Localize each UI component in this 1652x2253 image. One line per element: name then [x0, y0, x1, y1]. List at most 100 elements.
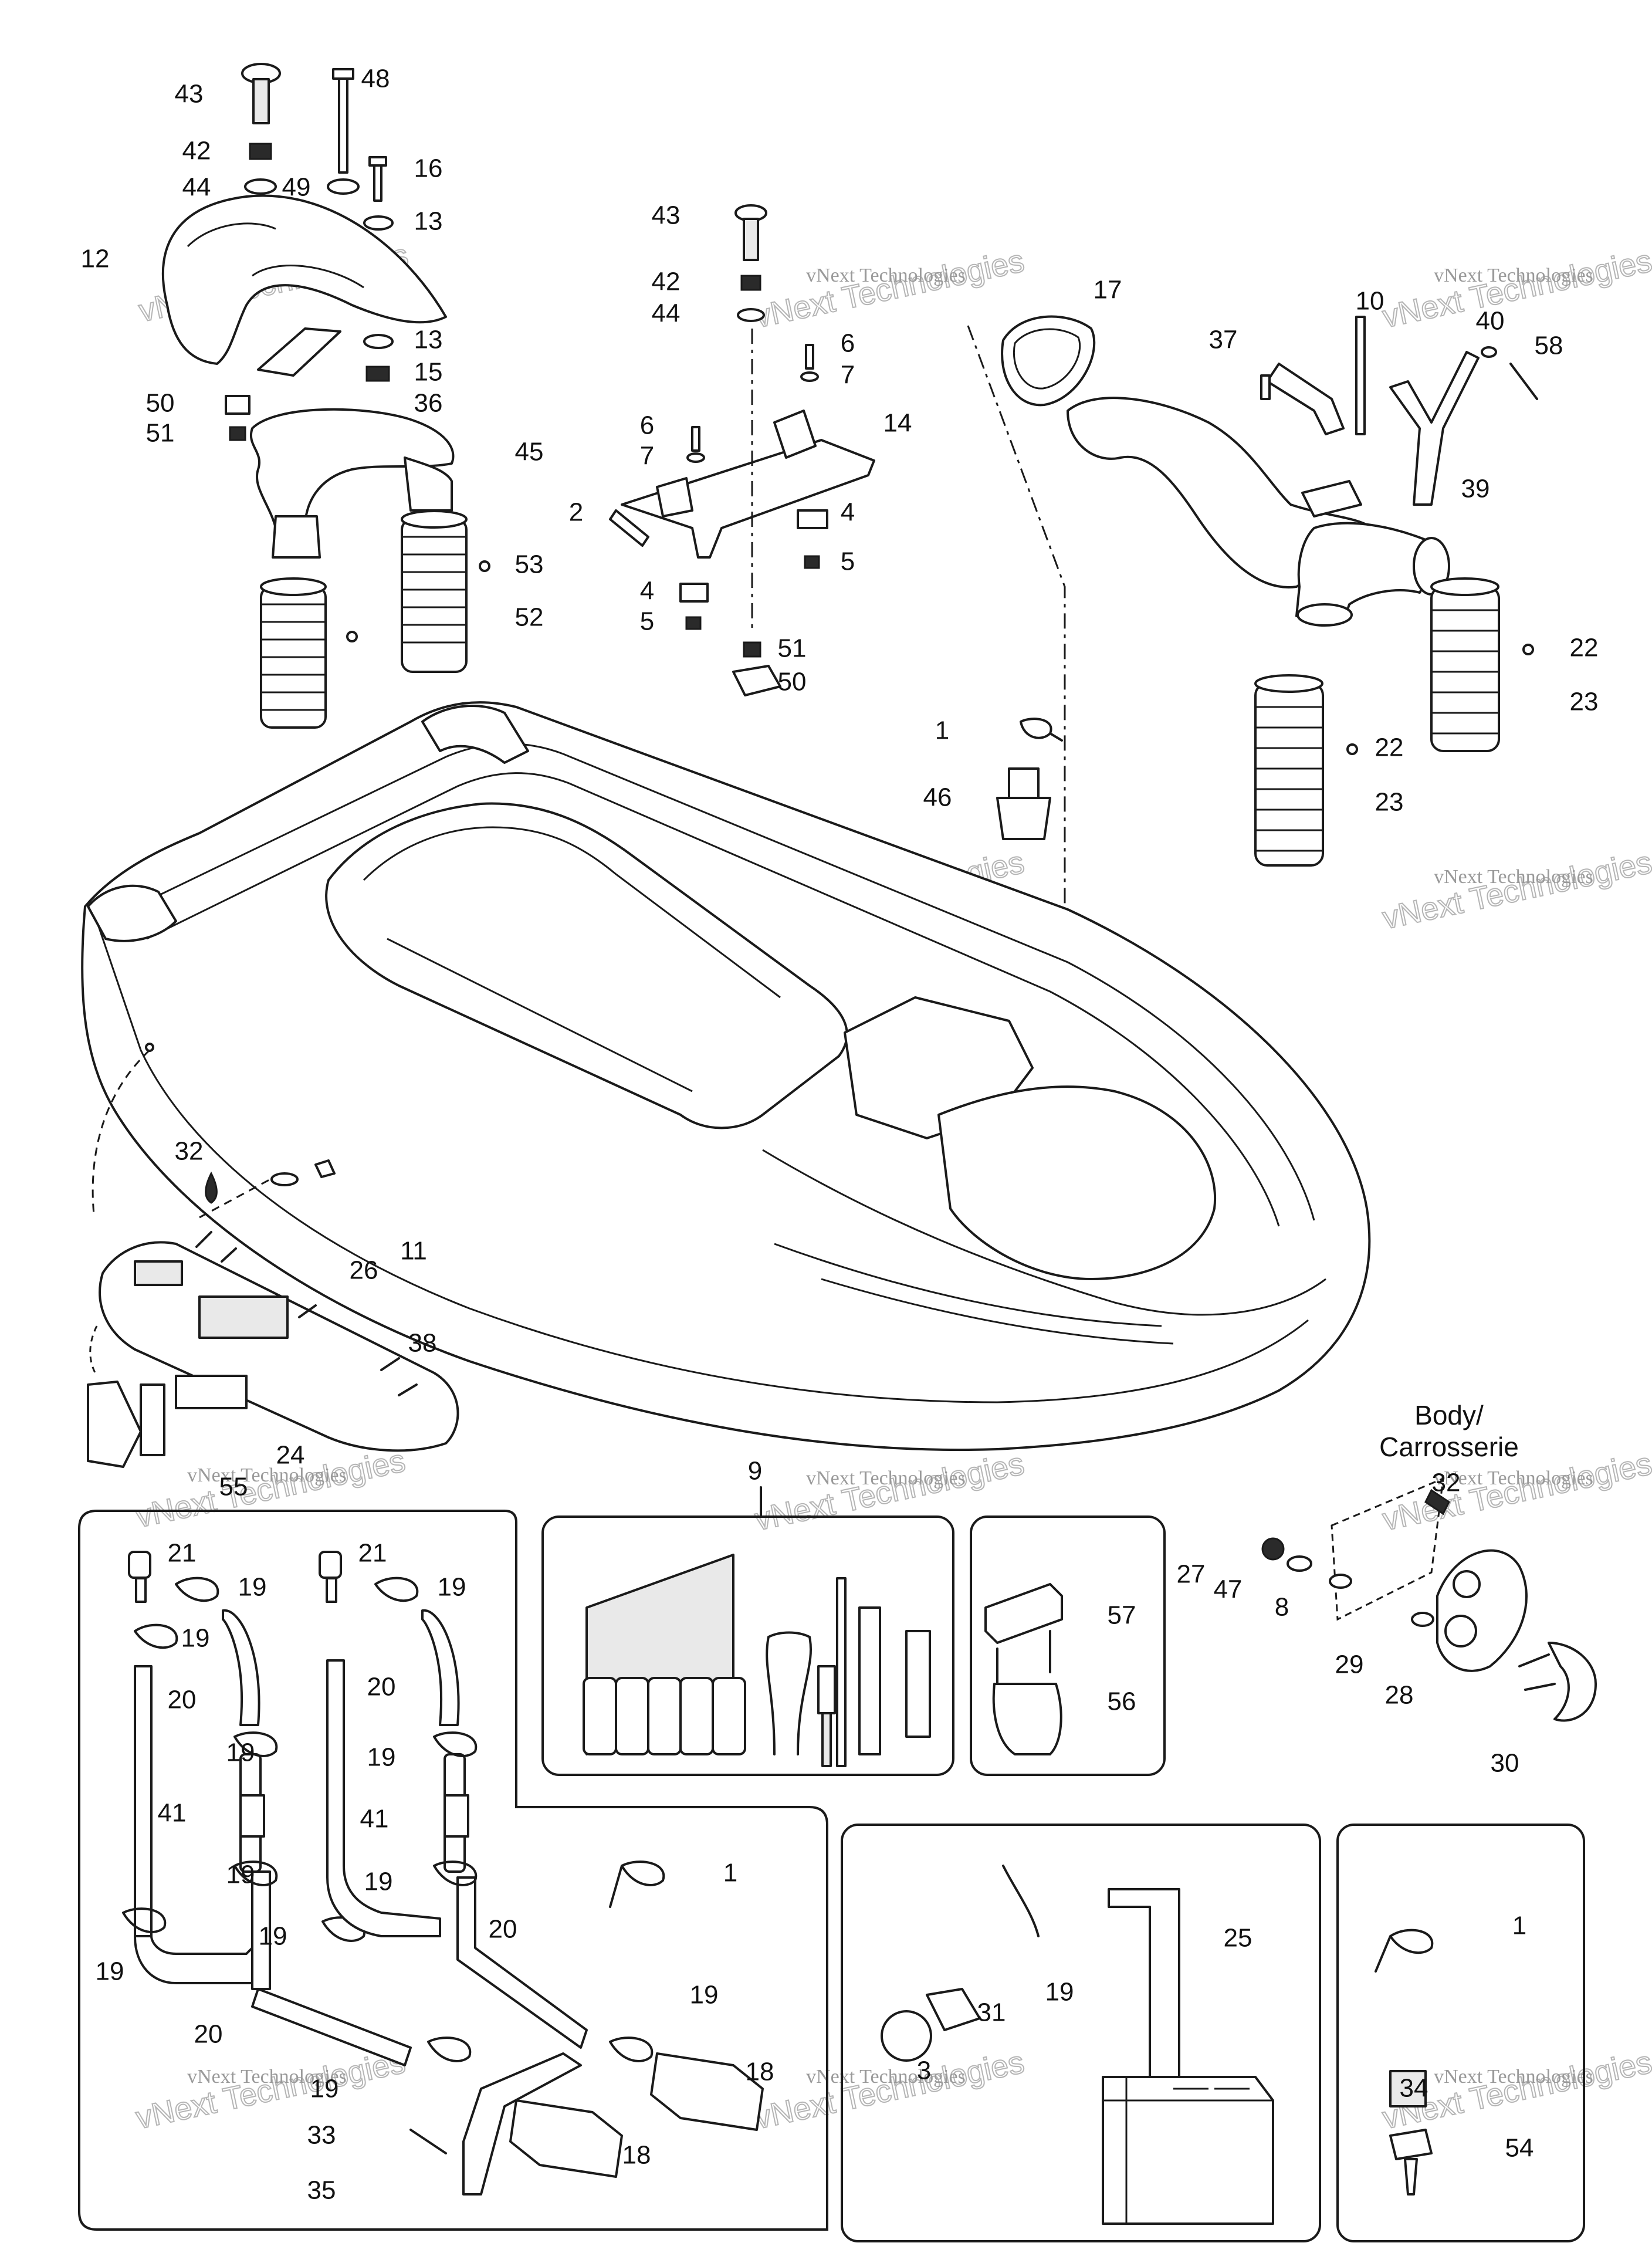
watermark-small: vNext Technologies: [806, 2066, 966, 2088]
callout-15: 15: [414, 358, 443, 387]
callout-56: 56: [1108, 1687, 1136, 1716]
callout-1: 1: [1512, 1912, 1526, 1940]
callout-19: 19: [226, 1860, 255, 1889]
assembly-line: [199, 1175, 276, 1219]
callout-39: 39: [1461, 475, 1490, 503]
callout-47: 47: [1214, 1575, 1243, 1604]
callout-19: 19: [438, 1573, 466, 1602]
battery: [881, 1865, 1274, 2225]
watermark-small: vNext Technologies: [187, 1464, 347, 1486]
callout-20: 20: [367, 1673, 396, 1701]
callout-7: 7: [841, 361, 855, 390]
small-parts: [1375, 1929, 1434, 2196]
callout-55: 55: [219, 1473, 248, 1501]
watermark-small: vNext Technologies: [806, 1467, 966, 1489]
callout-3: 3: [917, 2056, 931, 2085]
callout-6: 6: [841, 329, 855, 358]
fitting-46: [996, 767, 1051, 840]
callout-26: 26: [350, 1256, 378, 1285]
callout-4: 4: [640, 577, 654, 605]
callout-5: 5: [841, 547, 855, 576]
callout-51: 51: [778, 634, 807, 663]
callout-44: 44: [652, 299, 681, 328]
watermark-small: vNext Technologies: [806, 265, 966, 286]
watermark-small: vNext Technologies: [1434, 265, 1593, 286]
callout-19: 19: [1045, 1978, 1074, 2007]
callout-33: 33: [307, 2121, 336, 2150]
tool-kit: [583, 1554, 931, 1767]
tie-wrap-1: [1020, 718, 1063, 742]
callout-34: 34: [1400, 2074, 1428, 2103]
callout-51: 51: [146, 419, 175, 448]
callout-6: 6: [640, 411, 654, 440]
callout-57: 57: [1108, 1601, 1136, 1630]
clip-box: [970, 1515, 1166, 1776]
callout-36: 36: [414, 389, 443, 418]
watermark-large: vNext Technologies: [133, 2044, 408, 2136]
callout-25: 25: [1224, 1924, 1252, 1953]
callout-18: 18: [746, 2058, 774, 2086]
callout-11: 11: [400, 1237, 427, 1266]
callout-43: 43: [652, 201, 681, 230]
callout-19: 19: [364, 1868, 393, 1896]
callout-19: 19: [238, 1573, 267, 1602]
body-label-line2: Carrosserie: [1379, 1432, 1519, 1462]
drain-assembly: [1261, 1477, 1597, 1722]
small-parts-box: [1336, 1824, 1585, 2242]
callout-13: 13: [414, 207, 443, 236]
callout-16: 16: [414, 154, 443, 183]
callout-45: 45: [515, 438, 544, 466]
watermark-small: vNext Technologies: [1434, 866, 1593, 888]
bellows-right-lower: [1254, 674, 1324, 867]
watermark-small: vNext Technologies: [1434, 1467, 1593, 1489]
mounting-bracket-assembly: [609, 204, 875, 696]
callout-13: 13: [414, 326, 443, 354]
callout-21: 21: [168, 1539, 197, 1568]
callout-19: 19: [690, 1981, 719, 2010]
callout-29: 29: [1335, 1650, 1364, 1679]
callout-50: 50: [146, 389, 175, 418]
callout-20: 20: [168, 1686, 197, 1714]
callout-23: 23: [1375, 788, 1404, 817]
watermark-large: vNext Technologies: [751, 2044, 1027, 2136]
bellows-left: [260, 577, 327, 729]
callout-28: 28: [1385, 1681, 1414, 1710]
fuel-filters: [409, 2052, 764, 2196]
assembly-line: [967, 325, 1066, 1173]
callout-46: 46: [923, 783, 952, 812]
clips: [984, 1583, 1063, 1755]
tie-wrap-1: [609, 1860, 665, 1908]
callout-43: 43: [175, 80, 204, 109]
air-duct-assembly: [1001, 315, 1538, 867]
fuel-line-left: [122, 1551, 472, 2066]
callout-22: 22: [1570, 634, 1599, 662]
callout-48: 48: [361, 65, 390, 93]
callout-20: 20: [489, 1915, 517, 1944]
callout-10: 10: [1356, 287, 1384, 316]
callout-54: 54: [1505, 2134, 1534, 2163]
callout-9: 9: [748, 1457, 762, 1486]
callout-37: 37: [1209, 326, 1238, 354]
watermark-large: vNext Technologies: [133, 1443, 408, 1534]
hull-body: [81, 701, 1371, 1452]
fuel-lines-box: [78, 1510, 828, 2231]
callout-23: 23: [1570, 688, 1599, 716]
rear-storage: [87, 1159, 459, 1468]
callout-19: 19: [367, 1743, 396, 1772]
callout-21: 21: [358, 1539, 387, 1568]
callout-53: 53: [515, 550, 544, 579]
callout-19: 19: [310, 2075, 339, 2103]
callout-19: 19: [96, 1957, 124, 1986]
callout-52: 52: [515, 603, 544, 632]
bellows-right-upper: [1430, 577, 1500, 752]
bellows-right: [401, 510, 468, 673]
callout-42: 42: [182, 137, 211, 165]
body-label-line1: Body/: [1414, 1400, 1484, 1430]
